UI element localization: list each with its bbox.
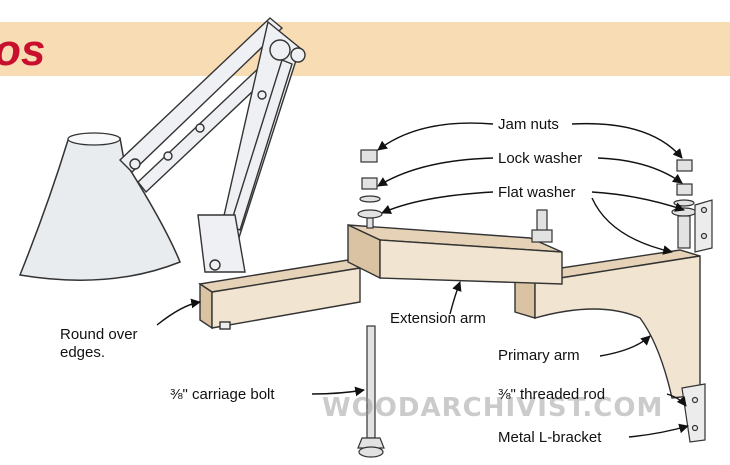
- bottom-l-bracket: [681, 383, 706, 443]
- right-hardware-stack: [671, 159, 713, 253]
- leader-lines: [156, 122, 689, 438]
- left-block: [198, 259, 362, 330]
- label-flat-washer: Flat washer: [498, 184, 576, 201]
- watermark-text: WOODARCHIVIST.COM: [322, 393, 664, 423]
- carriage-bolt-shape: [357, 325, 385, 458]
- label-round-over-line2: edges.: [60, 344, 106, 361]
- label-carriage-bolt: ⅜" carriage bolt: [170, 386, 275, 403]
- extension-arm-shape: [347, 223, 563, 285]
- left-hardware-stack: [357, 149, 383, 229]
- header-banner: [0, 22, 730, 76]
- banner-title: os: [0, 26, 46, 75]
- extension-rod-nut: [531, 209, 553, 243]
- label-threaded-rod: ⅜" threaded rod: [498, 386, 606, 403]
- label-jam-nuts: Jam nuts: [498, 116, 559, 133]
- lamp-linkage: [118, 17, 306, 273]
- label-round-over-line1: Round over: [60, 326, 138, 343]
- label-extension-arm: Extension arm: [390, 310, 486, 327]
- label-metal-l-bracket: Metal L-bracket: [498, 429, 602, 446]
- lamp-shade: [18, 132, 181, 281]
- label-lock-washer: Lock washer: [498, 150, 583, 167]
- label-primary-arm: Primary arm: [498, 347, 580, 364]
